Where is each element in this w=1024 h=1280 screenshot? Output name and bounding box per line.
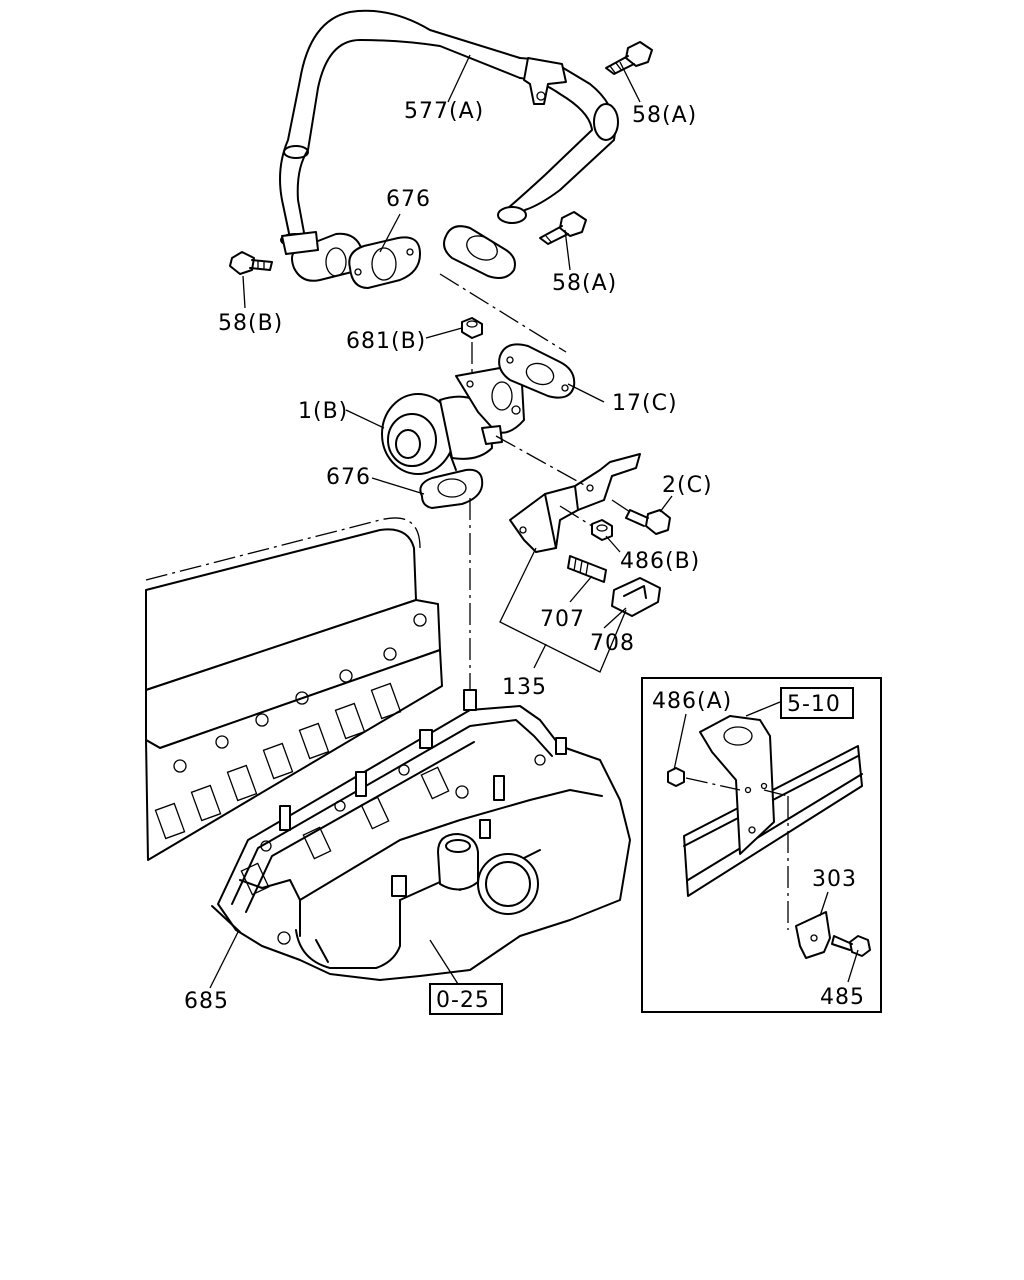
bolt-58a-top [605,41,653,75]
clip-708 [611,577,661,617]
pipe-flange-right [443,225,516,279]
labels: 577(A) 58(A) 676 58(A) 58(B) 681(B) 17(C… [184,99,865,1015]
nut-486b [591,519,613,541]
assembly-lines [439,273,631,700]
bolt-2c [625,509,671,535]
pipe-clamp [523,57,567,105]
callout-135: 135 [502,675,547,700]
callout-708: 708 [590,631,635,656]
stud-707 [567,555,607,583]
callout-485: 485 [820,985,865,1010]
gasket-676-mid [419,468,484,509]
cylinder-head [145,517,443,861]
callout-58a-top: 58(A) [632,103,697,128]
gasket-676-top [348,236,421,289]
callout-685: 685 [184,989,229,1014]
egr-valve [381,367,525,475]
callout-486a: 486(A) [652,689,732,714]
bolt-58a-mid [539,211,587,245]
callout-1b: 1(B) [298,399,348,424]
callout-577a: 577(A) [404,99,484,124]
pipe-flange-left [281,231,364,282]
leader-lines [209,54,859,989]
callout-486b: 486(B) [620,549,700,574]
callout-681b: 681(B) [346,329,426,354]
callout-676-top: 676 [386,187,431,212]
ref-label-0-25: 0-25 [436,988,490,1013]
egr-pipe [279,9,619,247]
callout-58b: 58(B) [218,311,283,336]
callout-676-mid: 676 [326,465,371,490]
callout-303: 303 [812,867,857,892]
inset-detail [641,677,882,1013]
callout-707: 707 [540,607,585,632]
ref-box-5-10 [780,687,854,719]
bolt-58b [229,251,273,275]
callout-58a-mid: 58(A) [552,271,617,296]
ref-box-0-25 [429,983,503,1015]
bracket-assembly [509,453,641,553]
callout-2c: 2(C) [662,473,713,498]
intake-manifold [211,689,631,981]
nut-681b [461,317,483,339]
gasket-17c [498,343,576,399]
ref-label-5-10: 5-10 [787,692,841,717]
callout-17c: 17(C) [612,391,678,416]
